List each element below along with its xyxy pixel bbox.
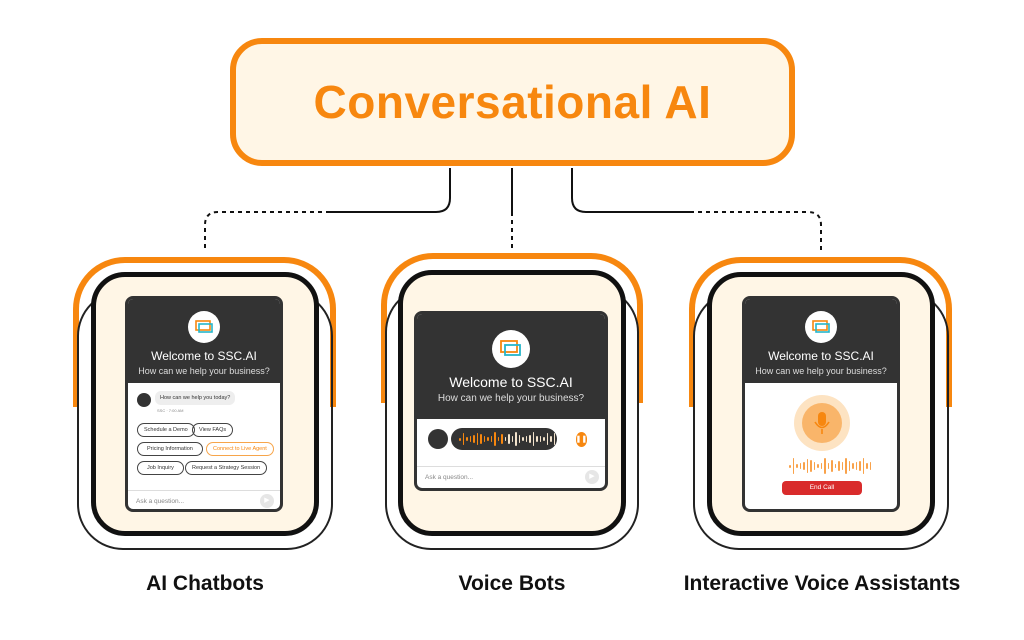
wave-bar [789,464,791,468]
option-live-agent[interactable]: Connect to Live Agent [206,442,274,456]
wave-bar [810,459,812,473]
wave-bar [838,460,840,472]
end-call-button[interactable]: End Call [782,481,862,495]
welcome-subtitle: How can we help your business? [755,366,887,376]
label-ai-chatbots: AI Chatbots [146,572,264,595]
wave-bar [852,463,854,469]
microphone-icon [802,403,842,443]
wave-bar [459,437,461,441]
mic-button[interactable] [794,395,850,451]
wave-bar [490,435,492,442]
option-schedule-demo[interactable]: Schedule a Demo [137,423,195,437]
voice-window: Welcome to SSC.AI How can we help your b… [414,311,608,491]
welcome-text: Welcome to SSC.AI [449,374,573,390]
orange-arc [689,257,952,407]
wave-bar [869,462,871,470]
wave-bar [799,462,801,470]
assistant-window: Welcome to SSC.AI How can we help your b… [742,296,900,512]
wave-bar [820,462,822,470]
wave-bar [827,463,829,469]
bot-message: How can we help you today? [155,391,236,405]
wave-bar [845,458,847,474]
question-input[interactable]: Ask a question...▶ [417,466,605,488]
wave-bar [536,436,538,442]
audio-waveform [459,431,555,447]
option-pricing[interactable]: Pricing Information [137,442,203,456]
wave-bar [848,461,850,471]
wave-bar [511,435,513,443]
wave-bar [855,462,857,470]
bot-avatar [137,393,151,407]
wave-bar [543,437,545,441]
welcome-text: Welcome to SSC.AI [151,349,257,363]
wave-bar [466,436,468,442]
wave-bar [831,459,833,473]
wave-bar [546,432,548,446]
option-job-inquiry[interactable]: Job Inquiry [137,461,184,475]
wave-bar [518,434,520,443]
chat-logo-icon [492,330,530,368]
wave-bar [497,436,499,442]
chat-logo-icon [188,311,220,343]
wave-bar [522,436,524,442]
wave-bar [462,432,464,446]
wave-bar [483,435,485,443]
wave-bar [539,435,541,443]
wave-bar [817,463,819,469]
wave-bar [841,462,843,470]
wave-bar [796,463,798,469]
option-strategy-session[interactable]: Request a Strategy Session [185,461,268,475]
orange-arc [73,257,336,407]
wave-bar [834,464,836,468]
wave-bar [806,458,808,474]
wave-bar [473,435,475,443]
bot-avatar [428,429,448,449]
wave-bar [866,462,868,470]
wave-bar [532,432,534,446]
message-meta: SSC · 7:00 AM [157,408,184,413]
label-voice-bots: Voice Bots [458,572,566,595]
wave-bar [862,457,864,475]
audio-time: 01:20 [559,436,572,442]
wave-bar [504,437,506,441]
wave-bar [501,433,503,445]
conversational-ai-title-box: Conversational AI [230,38,795,166]
label-voice-assistants: Interactive Voice Assistants [683,572,961,595]
option-view-faqs[interactable]: View FAQs [192,423,234,437]
wave-bar [476,432,478,446]
chat-logo-icon [805,311,837,343]
welcome-text: Welcome to SSC.AI [768,349,874,363]
wave-bar [487,437,489,441]
wave-bar [515,432,517,446]
wave-bar [529,434,531,444]
voice-waveform [789,457,871,475]
welcome-subtitle: How can we help your business? [437,393,585,404]
question-input[interactable]: Ask a question...▶ [128,490,280,509]
wave-bar [525,435,527,443]
wave-bar [859,461,861,471]
welcome-subtitle: How can we help your business? [138,366,270,376]
audio-message[interactable]: 01:20 ❚❚ [451,428,588,450]
wave-bar [803,461,805,471]
send-icon[interactable]: ▶ [585,470,599,484]
orange-arc [381,253,643,403]
wave-bar [480,433,482,445]
send-icon[interactable]: ▶ [260,494,274,508]
pause-icon[interactable]: ❚❚ [575,431,588,447]
wave-bar [508,434,510,444]
wave-bar [792,458,794,474]
wave-bar [469,436,471,442]
chat-window: Welcome to SSC.AI How can we help your b… [125,296,283,512]
wave-bar [553,432,555,446]
wave-bar [813,462,815,470]
wave-bar [824,457,826,475]
wave-bar [494,431,496,447]
main-title: Conversational AI [313,76,712,128]
wave-bar [550,436,552,442]
